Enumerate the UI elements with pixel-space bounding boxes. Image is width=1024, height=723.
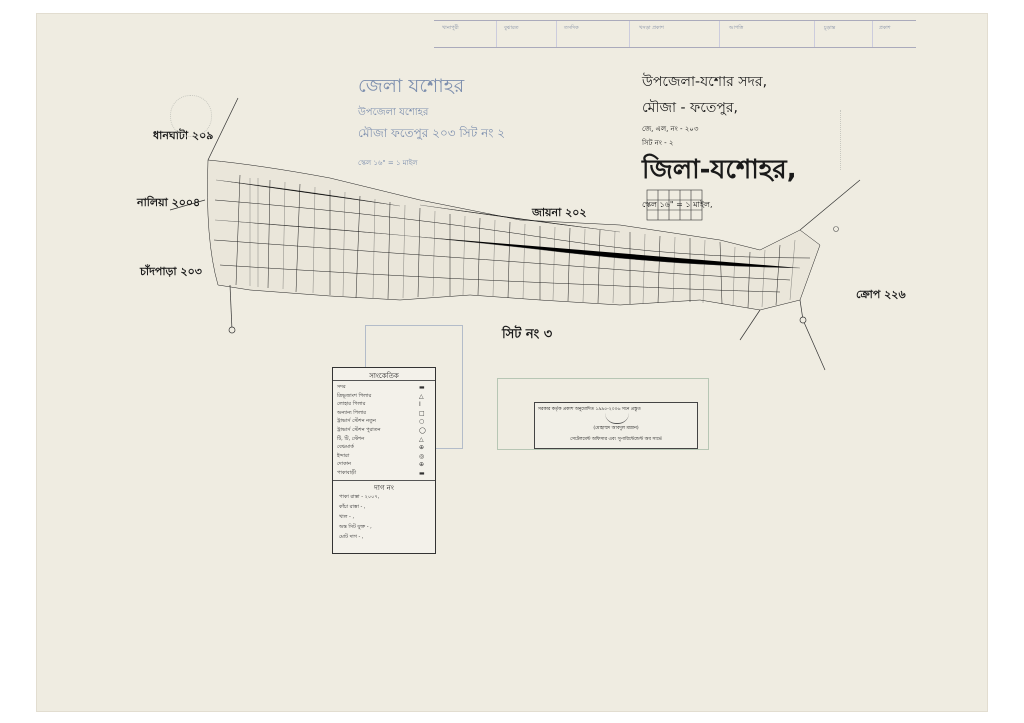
legend-item-symbol: ◎ [419, 452, 425, 460]
legend-item-label: ট্রাভার্স স্টেশন নতুন [337, 418, 376, 425]
legend-item: পাকাবাড়ী ▬ [337, 470, 425, 478]
title-mouza: মৌজা - ফতেপুর, [642, 100, 739, 116]
neighbor-chandpara: চাঁদপাড়া ২০৩ [140, 265, 202, 278]
stamp-line2: (মোহাম্মদ আবদুল মান্নান) [593, 426, 639, 431]
legend-item-symbol: I [419, 401, 421, 409]
legend-item-label: ট্রাভার্স স্টেশন পুরাতন [337, 427, 381, 433]
boundary-mark [833, 226, 839, 232]
legend-dag-title: দাগ নং [374, 484, 394, 492]
dag-row: মোট দাগ - , [339, 534, 364, 540]
dag-row: অন্ত সিট যুক্ত - , [339, 524, 372, 530]
legend-item: টি, টি, স্টেশন △ [337, 435, 424, 444]
approval-stamp: সরকার কর্তৃক প্রকাশ অনুমোদিত ১৯৯৫-২০০৬ স… [534, 402, 698, 449]
legend-item-symbol: ⊕ [419, 461, 425, 469]
parcel-texture [214, 178, 801, 308]
faint-stamp-frame [497, 378, 709, 450]
legend-title: সাংকেতিক [369, 372, 399, 380]
boundary-mark [228, 326, 236, 334]
legend-item: অন্যান্য পিলার □ [337, 409, 425, 418]
legend-item-label: টি, টি, স্টেশন [337, 435, 365, 442]
boundary-mark [799, 316, 807, 324]
legend-item-symbol: △ [419, 392, 424, 400]
dag-row: খাল - , [339, 514, 355, 520]
faint-upazila: উপজেলা যশোহর [358, 107, 429, 118]
parcel-strip [207, 159, 821, 311]
title-district: জিলা-যশোহর, [642, 155, 797, 185]
faint-mouza: মৌজা ফতেপুর ২০৩ সিট নং ২ [358, 126, 506, 140]
legend-item: দোকান ⊕ [337, 461, 424, 469]
legend-item-symbol: ○ [419, 418, 425, 426]
header-cell: খানাপুরী [442, 25, 459, 31]
legend-item: ট্রাভার্স স্টেশন নতুন ○ [337, 418, 424, 426]
legend-item: সদর ▬ [337, 384, 425, 392]
signature [605, 413, 629, 424]
dag-row: পাকা রাস্তা - ২০০৭, [339, 494, 380, 500]
title-scale: স্কেল ১৬" = ১ মাইল, [642, 200, 713, 209]
legend-item-symbol: ▬ [419, 470, 425, 477]
title-jl-no: জে, এল, নং - ২০৩ [642, 125, 699, 133]
legend-item-symbol: □ [419, 409, 425, 417]
header-cell: প্রকাশ [879, 25, 891, 31]
legend-item: ত্রিভূজাংশ পিলার △ [337, 392, 424, 401]
legend-item: ট্রাভার্স স্টেশন পুরাতন ◯ [337, 427, 426, 435]
legend-item: ইন্দারা ◎ [337, 452, 424, 461]
legend-item-symbol: ◯ [419, 427, 426, 434]
header-cell: বুঝারত [504, 25, 519, 31]
header-cell: আপত্তি [729, 25, 744, 31]
faint-notes [840, 110, 931, 170]
boundary-lines [169, 97, 861, 371]
legend-item-symbol: ⊕ [419, 444, 425, 452]
neighbor-jhaina: জায়না ২০২ [532, 206, 587, 219]
stamp-line3: সেটেলমেন্ট অফিসার এবং সুপারিন্টেন্ডেন্ট … [570, 437, 662, 442]
title-sheet-no: সিট নং - ২ [642, 139, 674, 147]
title-block: উপজেলা-যশোর সদর, মৌজা - ফতেপুর, জে, এল, … [642, 70, 802, 212]
legend-item-symbol: ▬ [419, 384, 425, 391]
legend-item: বেঞ্চমার্ক ⊕ [337, 444, 424, 452]
legend-item-label: অন্যান্য পিলার [337, 409, 366, 416]
stamp-line1: সরকার কর্তৃক প্রকাশ অনুমোদিত ১৯৯৫-২০০৬ স… [538, 407, 641, 412]
header-table: খানাপুরী বুঝারত তসদিক খসড়া প্রকাশ আপত্ত… [434, 20, 916, 48]
legend-box: সাংকেতিক সদর▬ত্রিভূজাংশ পিলার△লোহার পিলা… [332, 367, 436, 554]
neighbor-sheet3: সিট নং ৩ [502, 327, 553, 342]
legend-item-label: বেঞ্চমার্ক [337, 444, 354, 451]
dag-row: কাঁচা রাস্তা - , [339, 504, 366, 510]
scale-grid [646, 189, 703, 221]
header-cell: তসদিক [564, 25, 579, 31]
legend-item-label: ত্রিভূজাংশ পিলার [337, 392, 372, 399]
faint-notes [170, 95, 212, 137]
legend-item-symbol: △ [419, 435, 424, 443]
header-cell: খসড়া প্রকাশ [639, 25, 664, 31]
header-cell: চূড়ান্ত [824, 25, 836, 31]
faint-district: জেলা যশোহর [358, 75, 465, 97]
legend-item-label: ইন্দারা [337, 452, 350, 459]
legend-item-label: পাকাবাড়ী [337, 470, 357, 476]
title-upazila: উপজেলা-যশোর সদর, [642, 74, 768, 90]
legend-item-label: লোহার পিলার [337, 401, 366, 408]
legend-item-label: দোকান [337, 461, 352, 468]
legend-item: লোহার পিলার I [337, 401, 421, 409]
faint-scale: স্কেল ১৬" = ১ মাইল [358, 159, 418, 167]
neighbor-krop: ক্রোপ ২২৬ [856, 288, 906, 301]
legend-item-label: সদর [337, 384, 346, 390]
neighbor-naliya: নালিয়া ২০০৪ [137, 196, 201, 209]
faint-title-block: জেলা যশোহর উপজেলা যশোহর মৌজা ফতেপুর ২০৩ … [358, 72, 558, 169]
